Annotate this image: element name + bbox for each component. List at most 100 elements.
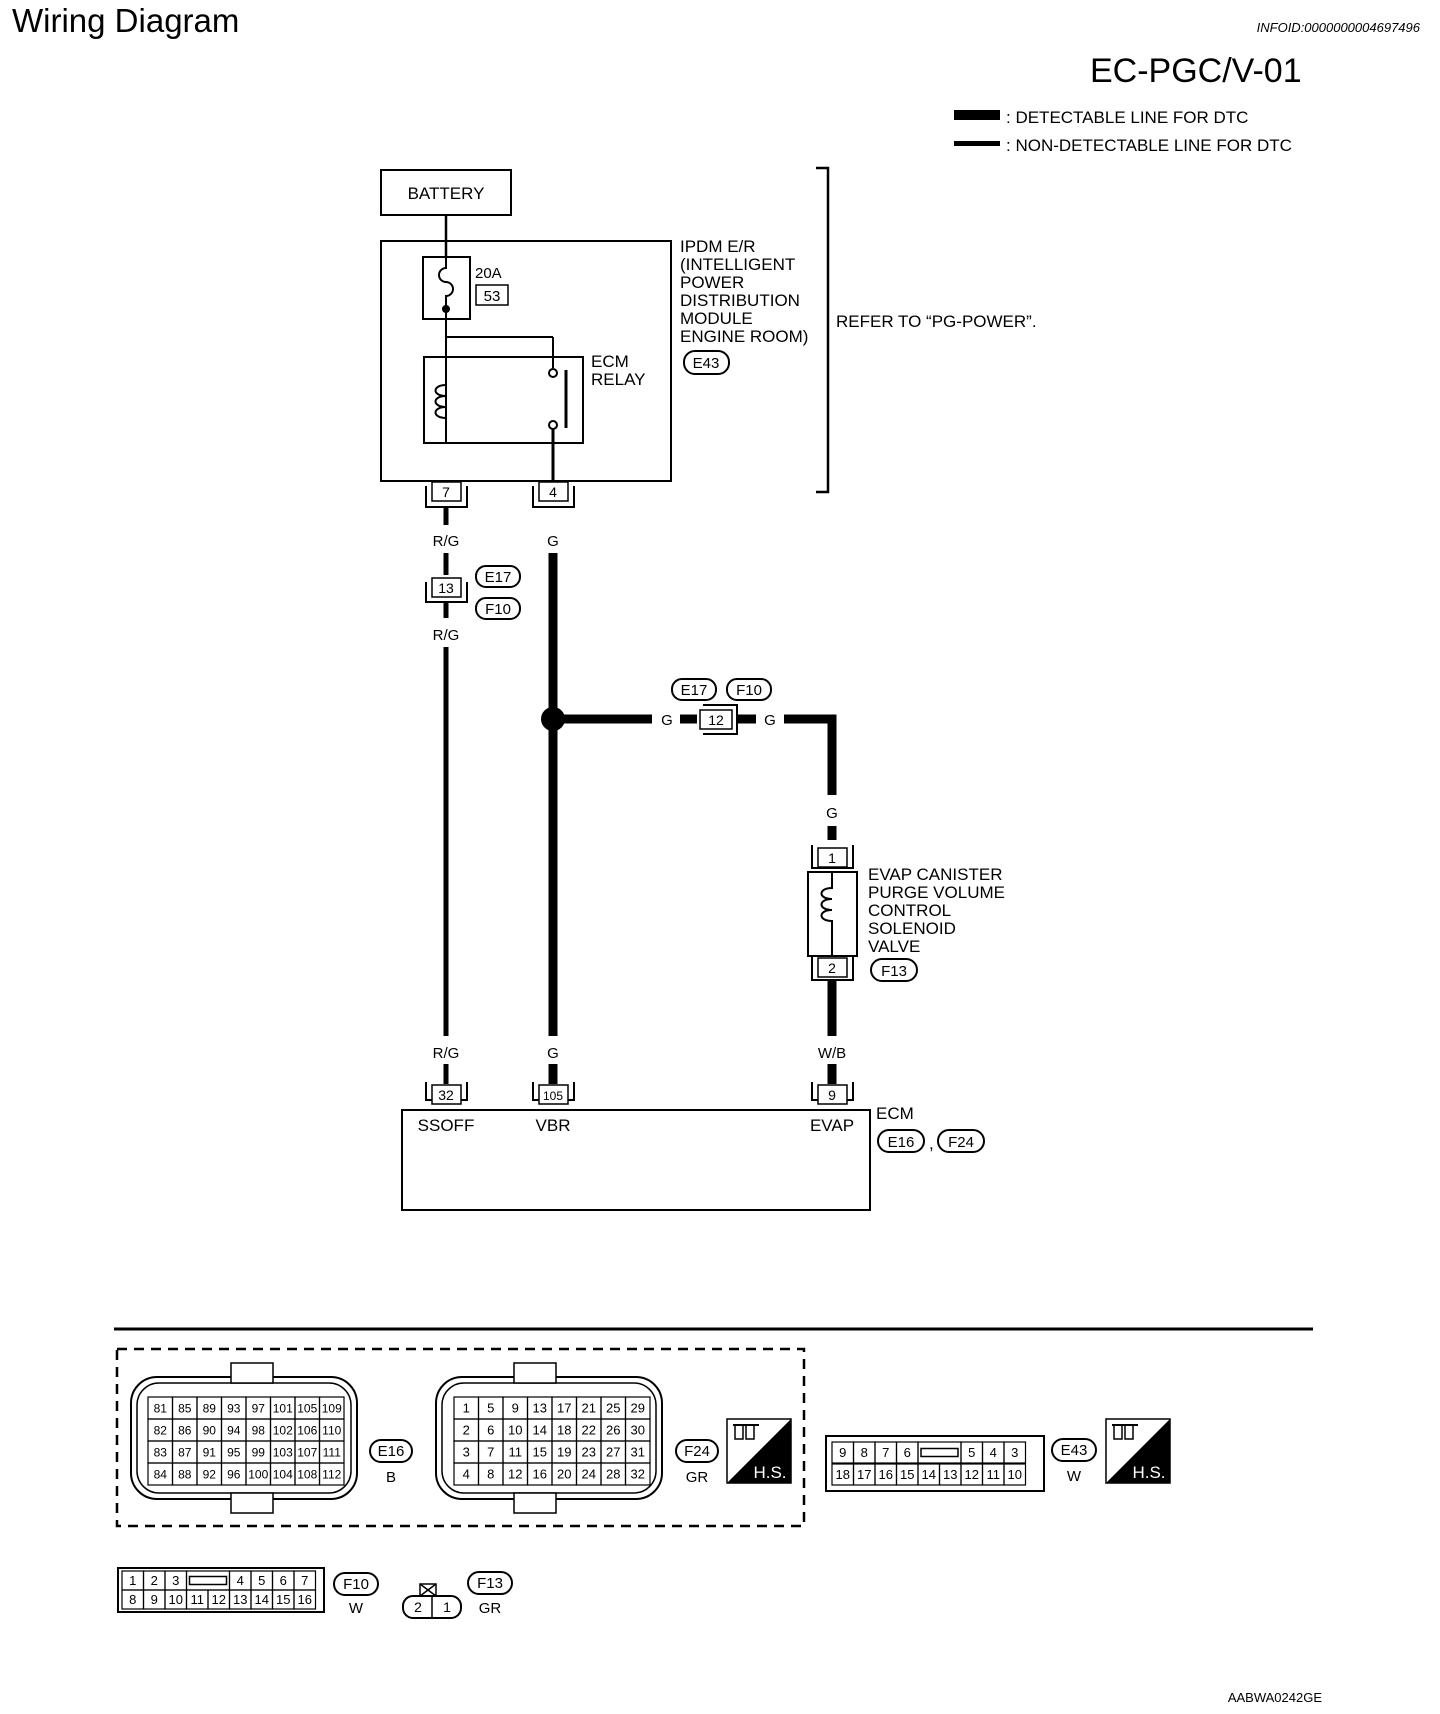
fuse-number: 53 xyxy=(484,288,501,305)
connector-e43-color: W xyxy=(1067,1468,1082,1485)
ipdm-label-3: POWER xyxy=(680,273,744,292)
f24-pin-number: 31 xyxy=(631,1445,645,1460)
f24-pin-number: 28 xyxy=(606,1467,620,1482)
e16-pin-number: 84 xyxy=(154,1467,168,1481)
e43-pin-number: 7 xyxy=(882,1445,889,1460)
f24-pin-number: 8 xyxy=(487,1467,494,1482)
f10-pin-cell xyxy=(293,1589,317,1610)
f10-pin-number: 15 xyxy=(276,1592,290,1607)
f24-pin-number: 5 xyxy=(487,1401,494,1416)
ecm-label: ECM xyxy=(876,1104,914,1123)
wire-label-g-5: G xyxy=(826,805,838,822)
f24-pin-number: 6 xyxy=(487,1423,494,1438)
ipdm-label-5: MODULE xyxy=(680,309,753,328)
e16-pin-number: 86 xyxy=(178,1423,192,1437)
connector-f13-id: F13 xyxy=(477,1575,503,1592)
f24-pin-number: 27 xyxy=(606,1445,620,1460)
hs-icon-label: H.S. xyxy=(1132,1463,1165,1482)
battery-label: BATTERY xyxy=(408,184,485,203)
ecm-pin-name-ssoff: SSOFF xyxy=(418,1116,475,1135)
f10-pin-blank-slot xyxy=(188,1575,228,1586)
f10-pin-number: 5 xyxy=(258,1573,265,1588)
ipdm-label-1: IPDM E/R xyxy=(680,237,756,256)
f24-pin-number: 32 xyxy=(631,1467,645,1482)
svg-text:2: 2 xyxy=(828,960,836,976)
solenoid-label-1: EVAP CANISTER xyxy=(868,865,1002,884)
solenoid-label-5: VALVE xyxy=(868,937,920,956)
f10-pin-number: 8 xyxy=(129,1592,136,1607)
relay-coil-icon xyxy=(434,375,447,428)
f24-pin-number: 4 xyxy=(463,1467,470,1482)
e43-pin-number: 11 xyxy=(987,1467,1001,1482)
solenoid-label-2: PURGE VOLUME xyxy=(868,883,1005,902)
ipdm-er: 20A 53 ECM RELAY IPDM E/R (INTELLIGENT P… xyxy=(380,237,808,498)
f10-pin-number: 10 xyxy=(169,1592,183,1607)
diagram-code: EC-PGC/V-01 xyxy=(1090,52,1302,90)
ipdm-label-2: (INTELLIGENT xyxy=(680,255,795,274)
f24-pin-number: 10 xyxy=(508,1423,522,1438)
e43-pin-cell xyxy=(1003,1463,1027,1486)
e16-pin-number: 105 xyxy=(297,1401,317,1415)
wire-label-wb: W/B xyxy=(818,1045,846,1062)
svg-text:1: 1 xyxy=(828,850,836,866)
svg-text:4: 4 xyxy=(549,484,557,500)
evap-solenoid: 1 2 EVAP CANISTER PURGE VOLUME CONTROL S… xyxy=(807,845,1005,982)
connector-f24-id: F24 xyxy=(684,1443,710,1460)
f10-pin-number: 2 xyxy=(151,1573,158,1588)
ipdm-connector: E43 xyxy=(693,355,720,372)
f24-pin-number: 9 xyxy=(512,1401,519,1416)
ipdm-label-4: DISTRIBUTION xyxy=(680,291,800,310)
e43-pin-cell xyxy=(917,1441,962,1464)
e43-pin-number: 15 xyxy=(900,1467,914,1482)
f24-pin-number: 12 xyxy=(508,1467,522,1482)
joint-13: 13 E17 F10 xyxy=(425,565,521,620)
solenoid-label-4: SOLENOID xyxy=(868,919,956,938)
legend-non-detectable-swatch xyxy=(954,141,1000,146)
f10-pin-number: 12 xyxy=(212,1592,226,1607)
wire-label-g-1: G xyxy=(547,533,559,550)
svg-text:13: 13 xyxy=(438,580,454,596)
ecm-conn-e16: E16 xyxy=(888,1134,915,1151)
e16-pin-number: 92 xyxy=(203,1467,217,1481)
relay-label-1: ECM xyxy=(591,352,629,371)
wire-label-g-2: G xyxy=(547,1045,559,1062)
e43-pin-number: 12 xyxy=(965,1467,979,1482)
fuse-icon xyxy=(438,257,454,309)
e43-pin-cell xyxy=(1003,1441,1027,1464)
e16-pin-number: 94 xyxy=(227,1423,241,1437)
connector-e16-id: E16 xyxy=(378,1443,405,1460)
ecm-pin-name-evap: EVAP xyxy=(810,1116,854,1135)
page-title: Wiring Diagram xyxy=(12,2,240,39)
svg-text:9: 9 xyxy=(828,1087,836,1103)
e43-pin-number: 14 xyxy=(922,1467,936,1482)
f24-pin-cell xyxy=(624,1462,651,1486)
f24-pin-number: 7 xyxy=(487,1445,494,1460)
e16-pin-number: 91 xyxy=(203,1445,217,1459)
f24-pin-number: 18 xyxy=(557,1423,571,1438)
fuse-rating: 20A xyxy=(475,265,502,282)
f10-pin-number: 11 xyxy=(191,1592,205,1607)
e16-pin-number: 97 xyxy=(252,1401,266,1415)
f24-pin-number: 21 xyxy=(582,1401,596,1416)
e16-pin-number: 108 xyxy=(297,1467,317,1481)
f10-pin-number: 7 xyxy=(301,1573,308,1588)
e16-pin-number: 83 xyxy=(154,1445,168,1459)
ecm-pin-name-vbr: VBR xyxy=(536,1116,571,1135)
e16-pin-number: 95 xyxy=(227,1445,241,1459)
e43-pin-number: 17 xyxy=(857,1467,871,1482)
legend-detectable-swatch xyxy=(954,110,1000,120)
e16-pin-number: 109 xyxy=(322,1401,342,1415)
e16-pin-number: 98 xyxy=(252,1423,266,1437)
e43-pin-number: 10 xyxy=(1008,1467,1022,1482)
f10-pin-number: 6 xyxy=(280,1573,287,1588)
f10-pin-number: 16 xyxy=(298,1592,312,1607)
solenoid-coil-icon xyxy=(820,872,833,956)
ecm-conn-separator: , xyxy=(929,1134,934,1153)
f24-pin-number: 11 xyxy=(509,1445,523,1460)
info-id: INFOID:0000000004697496 xyxy=(1256,20,1420,35)
